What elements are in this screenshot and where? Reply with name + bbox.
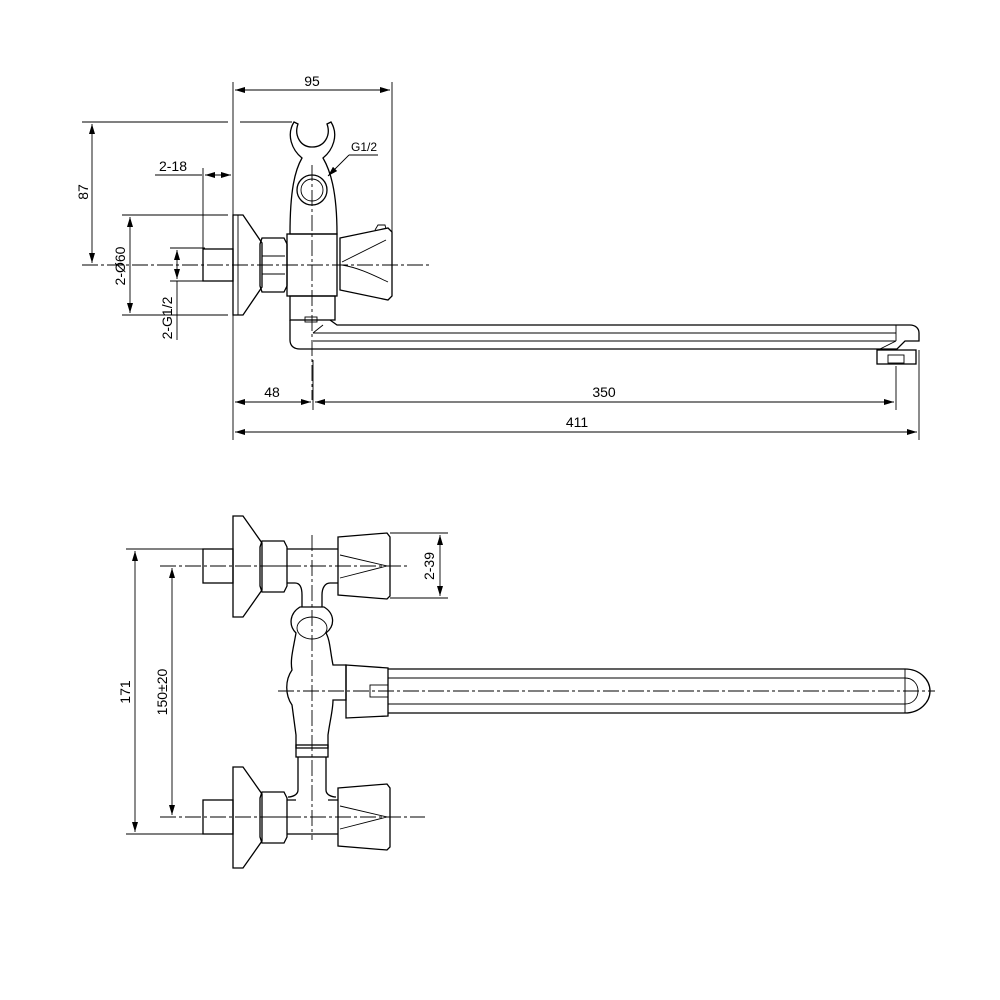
- front-spout: [345, 664, 931, 719]
- dim-95-label: 95: [304, 73, 320, 89]
- dim-60-label: 2-Ø60: [112, 246, 128, 285]
- top-hex-nut: [259, 540, 288, 593]
- bottom-body: [287, 799, 338, 835]
- handle-contour: [341, 239, 387, 263]
- bottom-handle: [337, 783, 391, 851]
- front-view: 171 150±20 2-39: [117, 515, 935, 869]
- center-stem: [286, 606, 347, 749]
- bottom-flange: [232, 766, 263, 869]
- dim-411-label: 411: [566, 414, 589, 430]
- top-body: [287, 548, 338, 607]
- dim-39-label: 2-39: [421, 552, 437, 580]
- bottom-inlet-assembly: [202, 766, 391, 869]
- lower-body-link: [287, 757, 337, 798]
- aerator-insert: [887, 354, 905, 364]
- spout-collar: [289, 295, 336, 321]
- dim-350-label: 350: [592, 384, 616, 400]
- handle-tab: [374, 224, 387, 231]
- shower-holder: [289, 121, 338, 235]
- aerator: [876, 349, 917, 365]
- dim-87-label: 87: [75, 184, 91, 200]
- hex-nut: [259, 237, 288, 293]
- dim-2-18-label: 2-18: [159, 158, 187, 174]
- dim-48-label: 48: [264, 384, 280, 400]
- collar-pin: [304, 316, 318, 323]
- spout-collar-front: [345, 664, 389, 719]
- wall-flange: [232, 214, 263, 316]
- dim-150-label: 150±20: [154, 668, 170, 715]
- spout: [289, 319, 920, 350]
- side-view: 95 87 2-18 2-Ø60 2-G1/2: [75, 73, 920, 440]
- dim-171-label: 171: [117, 680, 133, 704]
- top-handle: [337, 532, 391, 600]
- spout-chamfer: [312, 324, 324, 334]
- dim-g12-label: 2-G1/2: [159, 296, 175, 339]
- top-inlet-assembly: [202, 515, 391, 618]
- spout-chamfer-tip: [879, 340, 897, 350]
- bottom-handle-contour: [339, 805, 388, 830]
- shower-outlet-thread-label: G1/2: [351, 140, 377, 154]
- handle-contour: [341, 264, 389, 283]
- leader-g12-arrow: [327, 154, 350, 177]
- bottom-hex-nut: [259, 791, 288, 844]
- top-handle-contour: [339, 554, 388, 579]
- top-flange: [232, 515, 263, 618]
- center-column: [286, 606, 347, 798]
- valve-handle: [339, 227, 393, 301]
